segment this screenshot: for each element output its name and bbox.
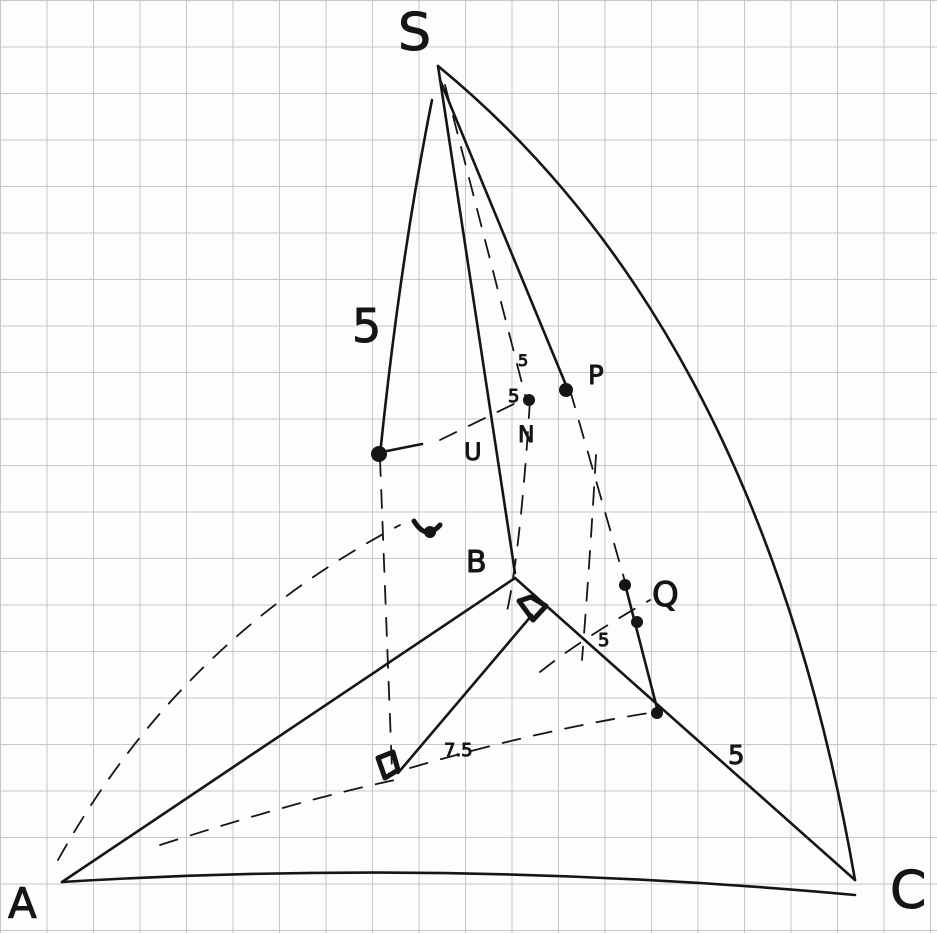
label-P: P: [588, 361, 604, 391]
length-label-AM: 7.5: [444, 740, 473, 761]
point-P: [559, 383, 573, 397]
arc-A-foot: [159, 779, 396, 846]
edge-AC: [60, 871, 857, 897]
label-Q: Q: [652, 575, 679, 615]
label-C: C: [890, 861, 926, 921]
edge-Q-down: [581, 454, 597, 661]
edge-N-down: [504, 399, 531, 621]
point-Q: [619, 579, 631, 591]
points: [371, 383, 663, 719]
label-N: N: [518, 423, 534, 448]
edge-S-U: [378, 98, 434, 457]
length-label-BM: 5: [598, 630, 609, 651]
dashed-edges: [57, 84, 656, 861]
edge-SC: [436, 64, 857, 882]
label-A: A: [8, 879, 37, 928]
label-S: S: [398, 3, 431, 63]
solid-edges: [60, 64, 857, 897]
length-label-SN: 5: [518, 351, 528, 370]
arc-foot-M: [409, 711, 656, 769]
edge-SM-solid: [438, 78, 570, 392]
right-angle-top: [516, 594, 549, 623]
vertex-labels: S A B C P Q N U: [8, 3, 927, 929]
point-U: [371, 446, 387, 462]
point-M: [651, 707, 663, 719]
label-U: U: [464, 438, 482, 466]
length-label-NP: 5: [508, 386, 519, 407]
edge-P-Q: [569, 389, 627, 586]
point-Q2: [631, 616, 643, 628]
edge-BC: [513, 576, 857, 882]
edge-length-labels: 5 5 5 5 5 7.5: [352, 299, 746, 772]
edge-SA: [436, 64, 517, 575]
length-label-MC: 5: [728, 741, 745, 771]
point-B-corner: [424, 526, 436, 538]
edge-foot-U: [396, 613, 534, 775]
label-B: B: [466, 545, 487, 580]
right-angle-foot: [375, 749, 401, 781]
edge-QC: [624, 586, 660, 714]
arc-right: [539, 599, 651, 673]
edge-AB: [60, 576, 517, 884]
edge-U-foot: [379, 457, 393, 771]
edge-U-N: [439, 399, 523, 441]
edge-PU: [380, 442, 424, 454]
edge-SP-dashed: [444, 84, 526, 396]
length-label-SU: 5: [352, 299, 381, 353]
point-N: [523, 394, 535, 406]
arc-A-B: [57, 524, 401, 861]
